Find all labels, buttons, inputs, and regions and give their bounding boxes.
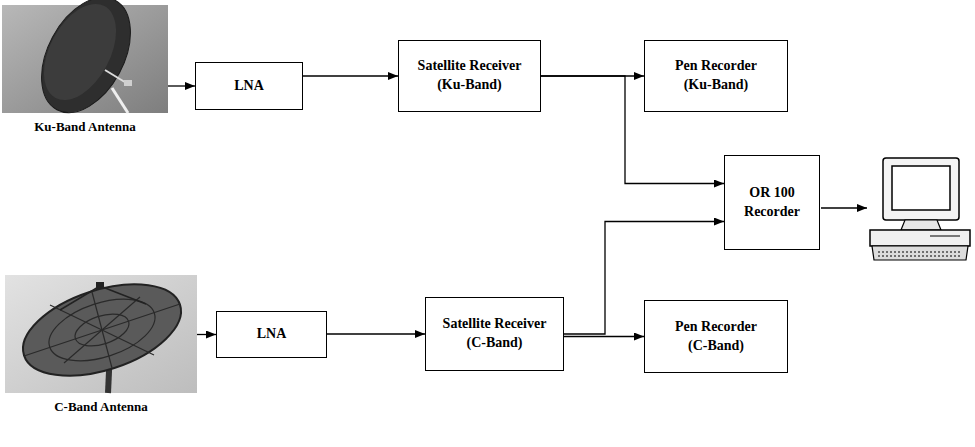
signal-arrow [303,75,398,76]
signal-arrow [168,85,195,86]
antenna-node: Ku-Band Antenna [2,5,168,113]
box-label: Satellite Receiver [443,315,547,334]
box-label: (C-Band) [466,334,522,353]
antenna-label: Ku-Band Antenna [34,119,136,135]
process-box: OR 100 Recorder [724,155,820,250]
process-box: Satellite Receiver(C-Band) [425,297,564,371]
signal-arrow [197,334,216,335]
antenna-label: C-Band Antenna [54,399,148,415]
ku-antenna-photo [2,0,168,128]
box-label: Pen Recorder [675,57,757,76]
c-antenna-photo [5,267,197,394]
box-label: OR 100 Recorder [733,184,811,222]
process-box: Satellite Receiver(Ku-Band) [398,40,541,112]
process-box: Pen Recorder(C-Band) [644,300,788,373]
box-label: LNA [234,77,264,96]
signal-arrow [327,333,425,334]
box-label: (Ku-Band) [437,76,502,95]
process-box: Pen Recorder(Ku-Band) [644,40,788,112]
antenna-node: C-Band Antenna [5,275,197,393]
box-label: LNA [257,325,287,344]
box-label: (C-Band) [688,337,744,356]
box-label: (Ku-Band) [684,76,749,95]
pc-link-arrow [821,207,867,208]
computer-icon [870,158,970,260]
process-box: LNA [195,62,303,110]
box-label: Satellite Receiver [418,57,522,76]
process-box: LNA [216,311,327,358]
signal-arrow [564,336,644,337]
box-label: Pen Recorder [675,318,757,337]
